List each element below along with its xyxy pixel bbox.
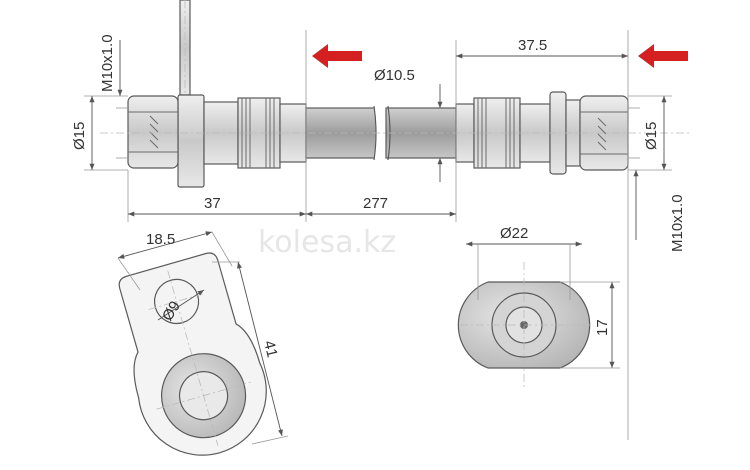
dim-bracket-width: 18.5 (146, 231, 175, 248)
dim-flange-diameter: Ø22 (500, 225, 528, 242)
flow-arrow-right (638, 44, 688, 68)
left-fitting (127, 0, 307, 188)
dim-dia-hose: Ø10.5 (374, 67, 415, 84)
dim-length-right-fitting: 37.5 (518, 37, 547, 54)
watermark: kolesa.kz (258, 225, 396, 260)
dim-dia-left: Ø15 (71, 122, 88, 150)
dim-length-left-fitting: 37 (204, 195, 221, 212)
flow-arrow-left (312, 44, 362, 68)
dim-thread-right: M10x1.0 (669, 194, 686, 252)
dim-length-hose: 277 (363, 195, 388, 212)
dim-bracket-length: 41 (260, 339, 281, 359)
hose-body (305, 105, 457, 161)
dim-thread-left: M10x1.0 (99, 34, 116, 92)
flange-end-view (457, 262, 591, 388)
dim-flange-flat: 17 (594, 319, 611, 336)
dim-dia-right: Ø15 (643, 122, 660, 150)
bracket-view (118, 252, 267, 456)
